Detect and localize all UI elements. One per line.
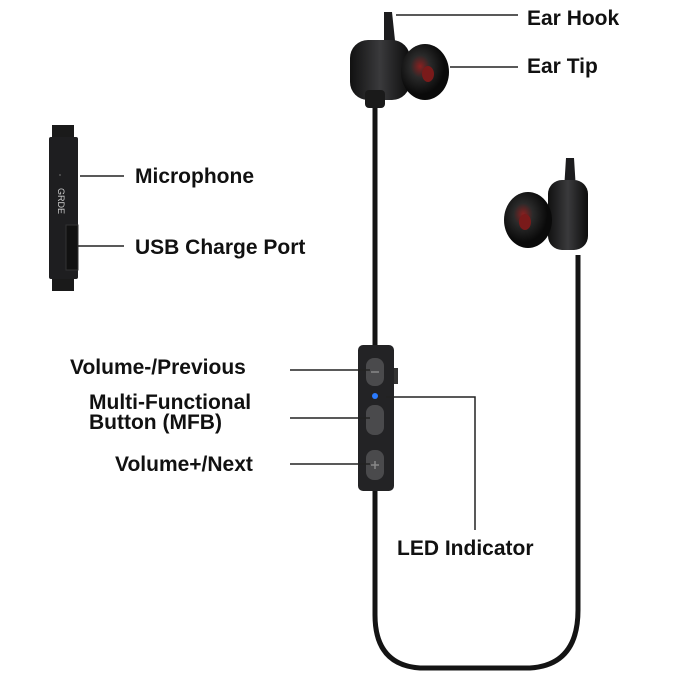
leader-lines [78,14,518,530]
cable [372,105,581,671]
label-ear-hook: Ear Hook [527,7,620,30]
label-volume-minus: Volume-/Previous [70,356,246,379]
left-earbud [350,12,449,108]
label-led-indicator: LED Indicator [397,537,534,560]
label-ear-tip: Ear Tip [527,55,598,78]
label-mfb-line1: Multi-Functional [89,391,252,414]
label-microphone: Microphone [135,165,254,188]
label-volume-plus: Volume+/Next [115,453,253,476]
mic-housing: GRDE [49,125,79,291]
usb-port [65,224,79,271]
label-usb-charge-port: USB Charge Port [135,236,306,259]
label-mfb-line2: Button (MFB) [89,411,222,434]
led-indicator [372,393,378,399]
right-earbud [504,158,588,250]
brand-logo: GRDE [56,188,66,214]
mfb-button[interactable] [366,405,384,435]
remote-control [358,345,398,491]
label-mfb: Multi-Functional Button (MFB) [89,391,252,434]
